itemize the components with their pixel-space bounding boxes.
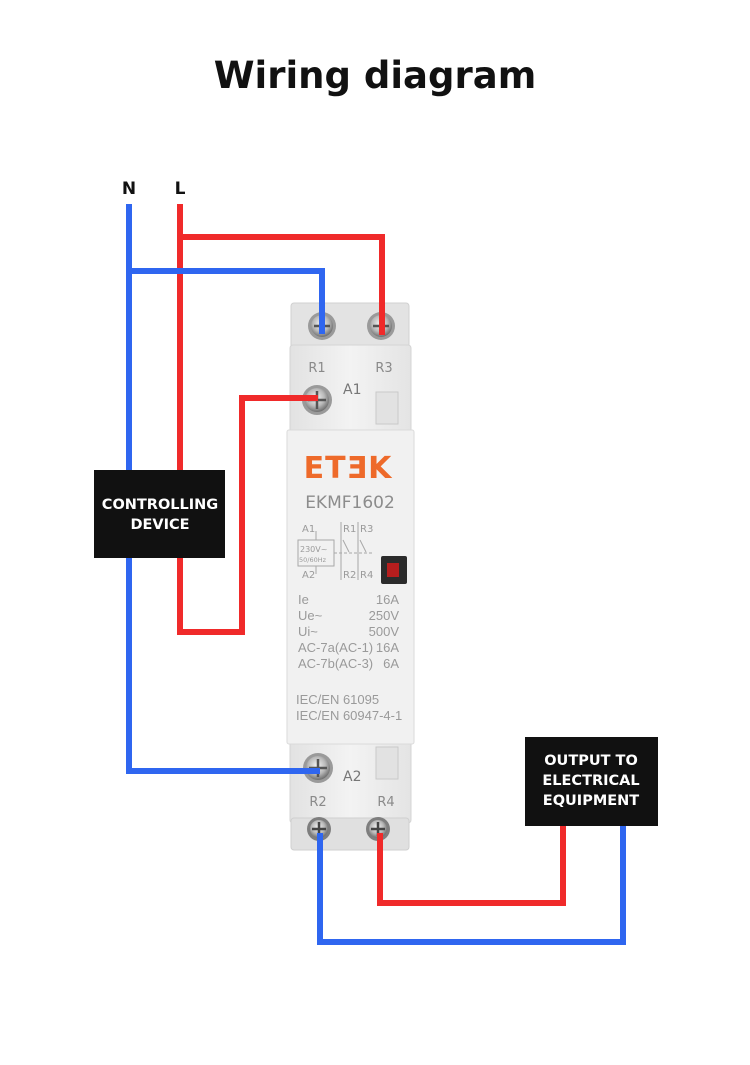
schematic-a2: A2 — [302, 570, 315, 581]
brand-logo: ETƎK — [304, 451, 393, 486]
neutral-wire-controller-to-a2 — [126, 558, 320, 774]
spec-label: AC-7a(AC-1) — [298, 640, 373, 655]
terminal-label-a2: A2 — [343, 769, 361, 785]
spec-value: 250V — [369, 608, 400, 623]
schematic-r2: R2 — [343, 570, 356, 581]
contact-schematic — [297, 522, 372, 580]
output-label-3: EQUIPMENT — [543, 793, 639, 809]
output-label-1: OUTPUT TO — [544, 753, 638, 769]
indicator-flag — [387, 563, 399, 577]
schematic-r1: R1 — [343, 524, 356, 535]
screw-r2 — [307, 817, 331, 841]
terminal-slot-r4 — [375, 746, 399, 780]
output-wire-r4 — [377, 826, 566, 906]
spec-value: 6A — [383, 656, 399, 671]
spec-label: Ui~ — [298, 624, 318, 639]
schematic-r4: R4 — [360, 570, 373, 581]
standard-line-2: IEC/EN 60947-4-1 — [296, 708, 402, 723]
controlling-device-label-1: CONTROLLING — [102, 497, 218, 513]
neutral-label: N — [122, 179, 136, 199]
live-wire-controller-to-a1 — [177, 395, 318, 635]
spec-label: AC-7b(AC-3) — [298, 656, 373, 671]
output-wire-r2 — [317, 826, 626, 945]
spec-label: Ue~ — [298, 608, 323, 623]
schematic-a1: A1 — [302, 524, 315, 535]
controlling-device-box: CONTROLLING DEVICE — [94, 470, 225, 558]
spec-value: 500V — [369, 624, 400, 639]
model-number: EKMF1602 — [305, 493, 395, 513]
coil-voltage: 230V~ — [300, 545, 327, 554]
spec-value: 16A — [376, 640, 399, 655]
standard-line-1: IEC/EN 61095 — [296, 692, 379, 707]
controlling-device-label-2: DEVICE — [130, 517, 189, 533]
schematic-r3: R3 — [360, 524, 373, 535]
spec-label: Ie — [298, 592, 309, 607]
terminal-label-r3: R3 — [375, 361, 392, 376]
terminal-slot-r3 — [375, 391, 399, 425]
terminal-label-a1: A1 — [343, 382, 361, 398]
coil-frequency: 50/60Hz — [299, 556, 327, 564]
front-panel — [286, 429, 415, 745]
output-equipment-box: OUTPUT TO ELECTRICAL EQUIPMENT — [525, 737, 658, 826]
output-label-2: ELECTRICAL — [542, 773, 639, 789]
live-label: L — [175, 179, 186, 199]
terminal-label-r1: R1 — [308, 361, 325, 376]
spec-value: 16A — [376, 592, 399, 607]
terminal-label-r4: R4 — [377, 795, 394, 810]
contactor-device: R1 R3 A1 A2 R2 R4 ETƎK EKMF1602 A1 A2 R1… — [286, 302, 415, 851]
terminal-label-r2: R2 — [309, 795, 326, 810]
page-title: Wiring diagram — [214, 54, 537, 97]
